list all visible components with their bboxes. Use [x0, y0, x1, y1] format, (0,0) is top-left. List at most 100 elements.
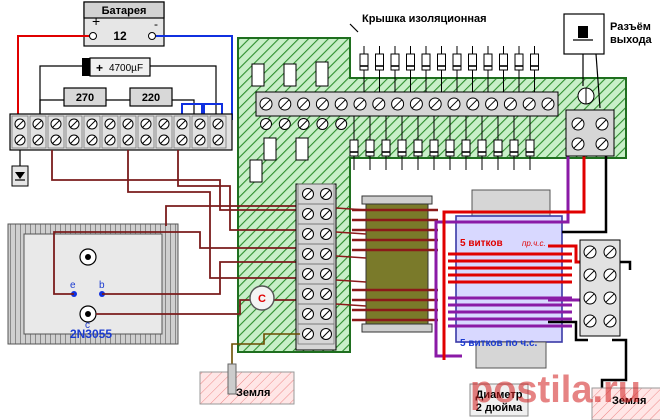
- terminal-cell: [209, 115, 227, 149]
- terminal-strip-left: [9, 113, 233, 151]
- terminal-cell: [119, 115, 137, 149]
- terminal-screw: [278, 118, 291, 130]
- terminal-screw: [176, 118, 188, 130]
- terminal-screw: [320, 268, 332, 280]
- terminal-screw: [334, 97, 348, 111]
- diode-bottom: [525, 116, 535, 170]
- diode-bottom: [429, 116, 439, 170]
- output-label-line2: выхода: [610, 34, 653, 46]
- terminal-screw: [316, 118, 329, 130]
- diode-top: [437, 46, 446, 92]
- transistor-e-label: e: [70, 280, 76, 291]
- terminal-screw: [50, 118, 62, 130]
- terminal-screw: [297, 97, 311, 111]
- terminal-cell: [137, 115, 155, 149]
- terminal-screw: [302, 248, 314, 260]
- terminal-screw: [68, 118, 80, 130]
- resistors: [39, 87, 223, 115]
- ground-wires: [199, 333, 660, 420]
- terminal-screw: [466, 97, 480, 111]
- terminal-screw: [409, 97, 423, 111]
- terminal-screw: [259, 97, 273, 111]
- terminal-screw: [32, 134, 44, 146]
- terminal-screw: [320, 228, 332, 240]
- output-socket-icon: [563, 13, 605, 109]
- diode-bottom: [397, 116, 407, 170]
- terminal-screw: [315, 97, 329, 111]
- terminal-screw: [302, 328, 314, 340]
- ground-left-label: Земля: [236, 387, 270, 399]
- terminal-screw: [194, 118, 206, 130]
- coil-lead: [335, 231, 367, 235]
- coil-lead: [335, 279, 367, 283]
- terminal-screw: [140, 118, 152, 130]
- coil-top-label: 5 витков: [460, 238, 503, 249]
- diode-bottom: [365, 116, 375, 170]
- transistor-model: 2N3055: [70, 327, 112, 341]
- terminal-screw: [391, 97, 405, 111]
- terminal-screw: [372, 97, 386, 111]
- coil-lead: [335, 207, 367, 211]
- diode-top: [421, 46, 431, 92]
- coil-bottom-label: 5 витков по ч.с.: [460, 338, 538, 349]
- terminal-screw: [302, 228, 314, 240]
- capacitor-plus: +: [96, 61, 103, 75]
- battery-wires: [17, 35, 233, 120]
- watermark: postila.ru: [470, 369, 641, 411]
- diode-bottom: [509, 116, 519, 170]
- terminal-cell: [173, 115, 191, 149]
- transistor-c-label: c: [85, 320, 90, 331]
- diode-top: [530, 46, 539, 92]
- capacitor-c: [249, 285, 275, 311]
- diameter-box: [469, 383, 529, 417]
- terminal-cell: [47, 115, 65, 149]
- terminal-screw: [447, 97, 461, 111]
- terminal-screw: [32, 118, 44, 130]
- diode-top: [359, 46, 369, 92]
- battery-value: 12: [113, 29, 127, 43]
- output-connector: [565, 87, 615, 157]
- cover-leader: [349, 23, 359, 33]
- terminal-screw: [194, 134, 206, 146]
- terminal-screw: [278, 97, 292, 111]
- terminal-screw: [212, 134, 224, 146]
- diode-top: [514, 46, 524, 92]
- terminal-screw: [122, 118, 134, 130]
- diode-bottom: [477, 116, 487, 170]
- diode-top: [499, 46, 508, 92]
- diode-top: [452, 46, 462, 92]
- battery: [83, 1, 165, 47]
- terminal-screw: [86, 134, 98, 146]
- capacitor-c-label: C: [258, 293, 266, 305]
- terminal-screw: [583, 314, 597, 328]
- terminal-screw: [320, 308, 332, 320]
- transformer: [448, 189, 572, 369]
- coil-top-direction: пр.ч.с.: [522, 239, 546, 248]
- terminal-cell: [11, 115, 29, 149]
- battery-plus: +: [92, 13, 100, 29]
- capacitor-value: 4700µF: [109, 63, 143, 74]
- diode-top: [468, 46, 477, 92]
- battery-minus: -: [154, 17, 158, 31]
- terminal-screw: [541, 97, 555, 111]
- diode-bottom: [493, 116, 503, 170]
- diode-array-top: [359, 46, 539, 92]
- terminal-screw: [302, 308, 314, 320]
- diode-bottom: [381, 116, 391, 170]
- terminal-screw: [104, 134, 116, 146]
- diameter-line1: Диаметр: [476, 389, 523, 401]
- terminal-screw: [583, 268, 597, 282]
- diode-top: [390, 46, 400, 92]
- terminal-row-top: [255, 91, 559, 130]
- terminal-cell: [155, 115, 173, 149]
- terminal-screw: [583, 245, 597, 259]
- diode-top: [375, 46, 384, 92]
- heatsink: [7, 223, 179, 345]
- terminal-screw: [104, 118, 116, 130]
- terminal-screw: [68, 134, 80, 146]
- output-label-line1: Разъём: [610, 21, 651, 33]
- terminal-screw: [14, 118, 26, 130]
- coil-lead: [335, 255, 367, 259]
- terminal-block-right: [579, 239, 621, 337]
